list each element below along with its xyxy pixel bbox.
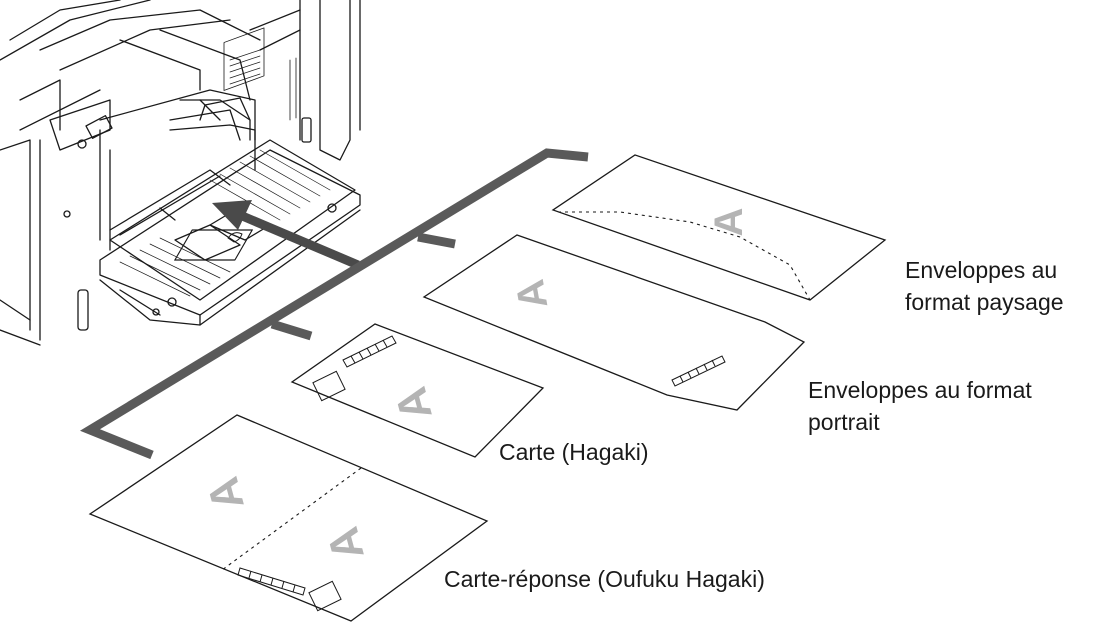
label-landscape-envelopes: Enveloppes au format paysage bbox=[905, 254, 1064, 318]
label-portrait-envelopes: Enveloppes au format portrait bbox=[808, 374, 1032, 438]
insert-direction-arrow bbox=[212, 200, 360, 270]
landscape-envelope: A bbox=[551, 154, 887, 301]
postal-code-boxes bbox=[342, 335, 397, 368]
label-line: format paysage bbox=[905, 289, 1064, 315]
printer-illustration bbox=[0, 0, 361, 346]
postal-code-boxes bbox=[671, 355, 726, 387]
sheet-letter-icon: A bbox=[707, 208, 751, 237]
label-line: portrait bbox=[808, 409, 880, 435]
label-line: Enveloppes au bbox=[905, 257, 1058, 283]
guide-bar bbox=[79, 148, 589, 460]
portrait-envelope: A bbox=[422, 234, 806, 411]
label-line: Enveloppes au format bbox=[808, 377, 1032, 403]
oufuku-hagaki-card: A A bbox=[88, 414, 489, 622]
hagaki-card: A bbox=[290, 323, 545, 458]
label-hagaki: Carte (Hagaki) bbox=[499, 439, 649, 465]
label-oufuku-hagaki: Carte-réponse (Oufuku Hagaki) bbox=[444, 566, 765, 592]
stamp-box bbox=[312, 370, 346, 402]
stamp-box bbox=[308, 580, 342, 612]
postal-code-boxes bbox=[237, 567, 306, 596]
